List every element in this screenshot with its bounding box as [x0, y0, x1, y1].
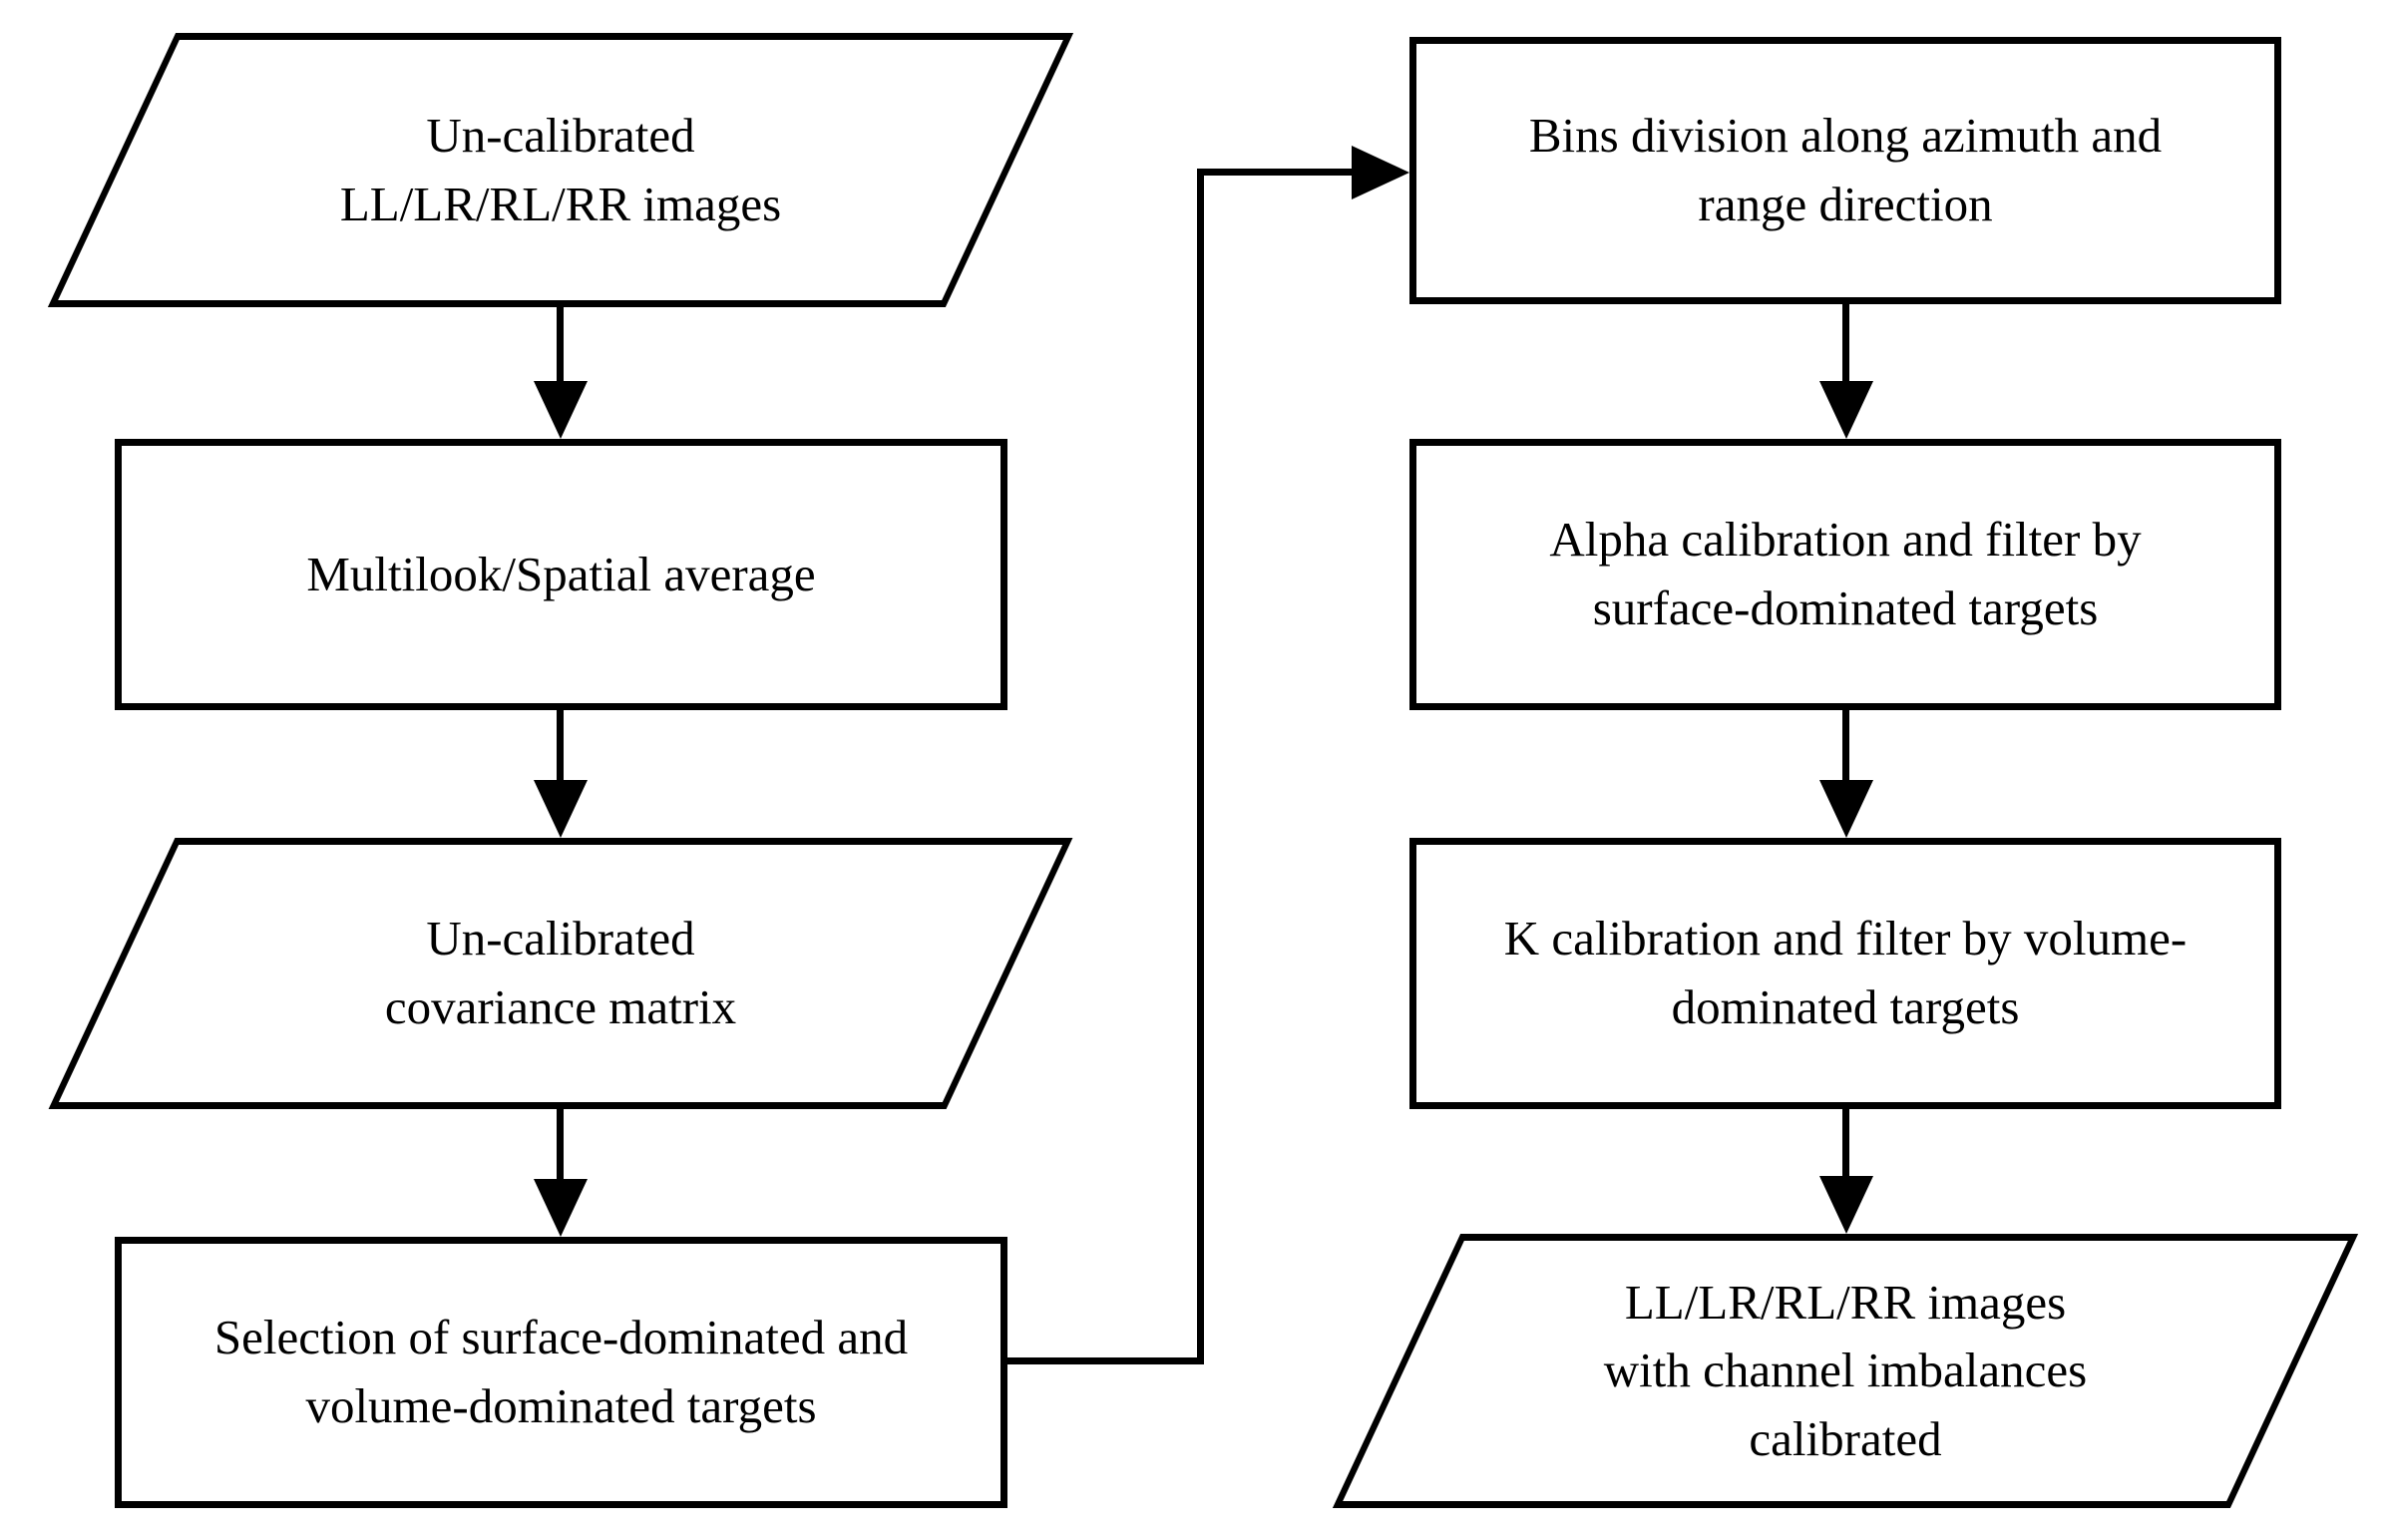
node-label-line: K calibration and filter by volume-: [1503, 911, 2188, 966]
node-label-line: range direction: [1698, 177, 1993, 231]
arrow-head-down-icon: [534, 381, 588, 439]
node-label: Un-calibrated LL/LR/RL/RR images: [112, 33, 1009, 307]
node-label-line: volume-dominated targets: [305, 1378, 817, 1433]
node-label-line: Alpha calibration and filter by: [1549, 512, 2142, 568]
arrow-head-right-icon: [1352, 146, 1409, 199]
arrow-line: [1842, 708, 1849, 784]
node-label-line: LL/LR/RL/RR images: [339, 176, 782, 231]
arrow-line: [557, 305, 564, 383]
arrow-head-down-icon: [1819, 780, 1873, 838]
rectangle-shape: [115, 1237, 1007, 1508]
node-label-line: covariance matrix: [384, 979, 737, 1034]
node-label-line: calibrated: [1749, 1410, 1942, 1466]
arrow-line: [557, 708, 564, 784]
rectangle-shape: [115, 439, 1007, 710]
node-label: Bins division along azimuth and range di…: [1409, 37, 2281, 304]
arrow-head-down-icon: [1819, 1176, 1873, 1234]
arrow-line: [1842, 1107, 1849, 1178]
node-multilook: Multilook/Spatial average: [115, 439, 1007, 710]
node-label-line: LL/LR/RL/RR images: [1624, 1274, 2067, 1330]
node-label-line: dominated targets: [1671, 979, 2020, 1034]
node-label: K calibration and filter by volume- domi…: [1409, 838, 2281, 1109]
node-label-line: Bins division along azimuth and: [1528, 108, 2163, 164]
node-uncalibrated-images: Un-calibrated LL/LR/RL/RR images: [47, 33, 1074, 307]
connector-vertical: [1197, 169, 1204, 1364]
arrow-line: [557, 1107, 564, 1181]
node-label: Selection of surface-dominated and volum…: [115, 1237, 1007, 1508]
node-bins-division: Bins division along azimuth and range di…: [1409, 37, 2281, 304]
node-label: Multilook/Spatial average: [115, 439, 1007, 710]
arrow-head-down-icon: [534, 780, 588, 838]
connector-horizontal-bottom: [1004, 1357, 1204, 1364]
node-label: Alpha calibration and filter by surface-…: [1409, 439, 2281, 710]
node-selection-targets: Selection of surface-dominated and volum…: [115, 1237, 1007, 1508]
node-label-line: Un-calibrated: [426, 911, 695, 966]
node-label-line: with channel imbalances: [1603, 1343, 2088, 1398]
node-label: LL/LR/RL/RR images with channel imbalanc…: [1396, 1234, 2294, 1508]
node-alpha-calibration: Alpha calibration and filter by surface-…: [1409, 439, 2281, 710]
node-label-line: Multilook/Spatial average: [306, 546, 816, 601]
rectangle-shape: [1409, 439, 2281, 710]
arrow-line: [1842, 302, 1849, 383]
arrow-head-down-icon: [1819, 381, 1873, 439]
rectangle-shape: [1409, 838, 2281, 1109]
rectangle-shape: [1409, 37, 2281, 304]
node-label: Un-calibrated covariance matrix: [112, 838, 1009, 1109]
node-label-line: surface-dominated targets: [1592, 580, 2099, 635]
node-uncalibrated-covariance: Un-calibrated covariance matrix: [48, 838, 1073, 1109]
connector-horizontal-top: [1197, 169, 1352, 176]
arrow-head-down-icon: [534, 1179, 588, 1237]
node-calibrated-images: LL/LR/RL/RR images with channel imbalanc…: [1332, 1234, 2359, 1508]
node-label-line: Selection of surface-dominated and: [213, 1310, 909, 1365]
node-label-line: Un-calibrated: [426, 107, 695, 163]
node-k-calibration: K calibration and filter by volume- domi…: [1409, 838, 2281, 1109]
